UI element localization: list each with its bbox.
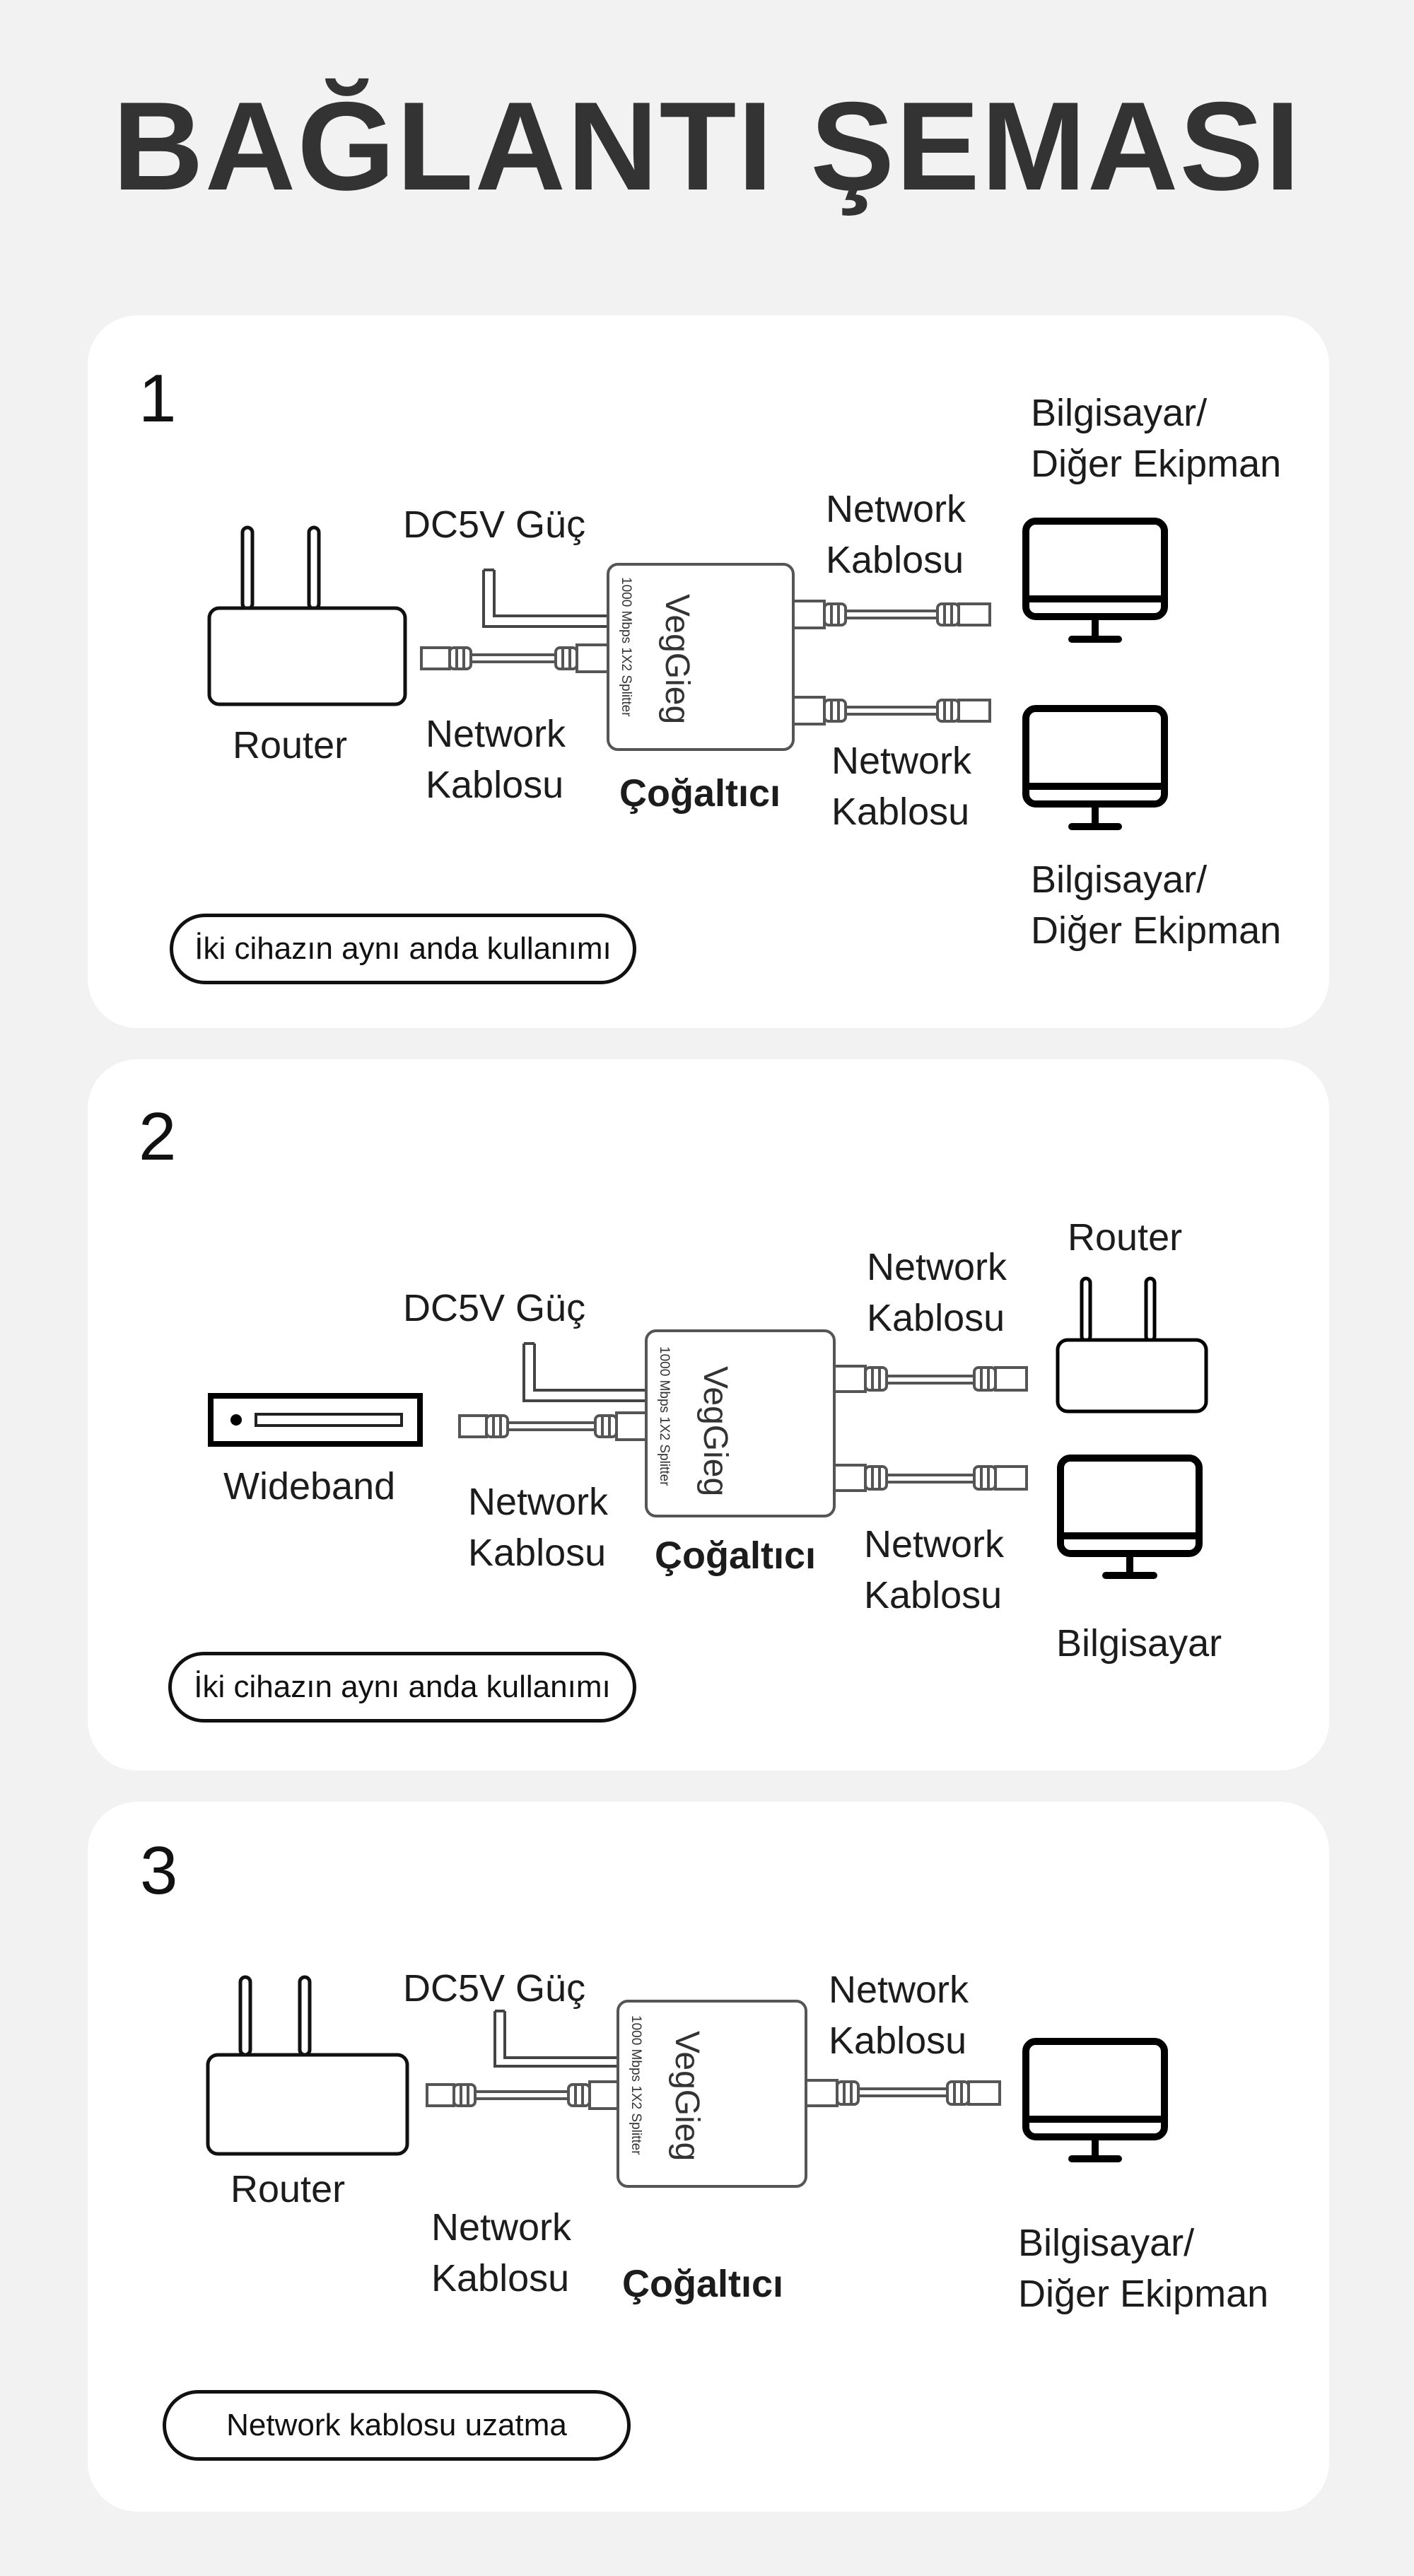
panel-number: 3 (140, 1833, 178, 1908)
output-cable-bottom-label: Network Kablosu (831, 740, 972, 833)
device-label: Bilgisayar/ Diğer Ekipman (1018, 2222, 1269, 2315)
power-label: DC5V Güç (403, 503, 586, 546)
splitter-icon: 1000 Mbps 1X2 Splitter VegGieg (617, 2000, 807, 2188)
wideband-modem-icon (208, 1393, 423, 1447)
output-cable-bottom-label: Network Kablosu (864, 1523, 1005, 1616)
network-cable-icon (420, 643, 609, 673)
router-label: Router (233, 724, 348, 767)
panel-3: 3 1000 Mbps 1X2 Splitter VegGieg (88, 1802, 1329, 2512)
computer-monitor-icon (1022, 705, 1168, 830)
network-cable-icon (833, 1365, 1028, 1393)
input-cable-label: Network Kablosu (468, 1481, 609, 1574)
page-title: BAĞLANTI ŞEMASI (112, 76, 1302, 216)
device-top-label: Bilgisayar/ Diğer Ekipman (1031, 392, 1282, 485)
caption-badge: İki cihazın aynı anda kullanımı (168, 1652, 636, 1723)
output-cable-label: Network Kablosu (829, 1969, 969, 2062)
device-top-label: Router (1068, 1216, 1183, 1259)
splitter-model: 1000 Mbps 1X2 Splitter (629, 2015, 643, 2155)
power-label: DC5V Güç (403, 1287, 586, 1329)
caption-badge: Network kablosu uzatma (163, 2390, 631, 2461)
panel-1: 1 1000 Mbps 1X2 Splitter VegGieg (88, 315, 1329, 1028)
splitter-model: 1000 Mbps 1X2 Splitter (657, 1346, 672, 1486)
power-cable-icon (522, 1342, 646, 1402)
diagram-2: 1000 Mbps 1X2 Splitter VegGieg (208, 1276, 1208, 1579)
wideband-label: Wideband (223, 1465, 396, 1508)
output-cable-top-label: Network Kablosu (867, 1246, 1007, 1339)
splitter-label: Çoğaltıcı (622, 2263, 784, 2305)
panel-2: 2 1000 Mbps 1X2 Splitter VegGieg (88, 1059, 1329, 1771)
power-cable-icon (482, 569, 608, 628)
panel-number: 1 (139, 361, 177, 436)
splitter-label: Çoğaltıcı (619, 772, 781, 815)
router-icon (1056, 1276, 1208, 1414)
computer-monitor-icon (1022, 518, 1168, 643)
splitter-label: Çoğaltıcı (655, 1534, 817, 1577)
panel-number: 2 (139, 1099, 177, 1175)
network-cable-icon (792, 696, 991, 725)
power-label: DC5V Güç (403, 1967, 586, 2010)
splitter-model: 1000 Mbps 1X2 Splitter (619, 577, 633, 717)
computer-monitor-icon (1057, 1455, 1203, 1579)
splitter-brand: VegGieg (668, 2031, 706, 2161)
network-cable-icon (792, 600, 991, 629)
network-cable-icon (426, 2080, 619, 2110)
network-cable-icon (458, 1411, 648, 1441)
router-label: Router (230, 2168, 346, 2210)
network-cable-icon (805, 2079, 1001, 2107)
input-cable-label: Network Kablosu (431, 2206, 572, 2300)
input-cable-label: Network Kablosu (426, 713, 566, 806)
diagram-3: 1000 Mbps 1X2 Splitter VegGieg (206, 1975, 1168, 2188)
computer-monitor-icon (1022, 2038, 1168, 2162)
power-cable-icon (493, 2010, 618, 2068)
network-cable-icon (833, 1464, 1028, 1492)
splitter-icon: 1000 Mbps 1X2 Splitter VegGieg (607, 563, 795, 751)
router-icon (206, 1975, 409, 2156)
splitter-icon: 1000 Mbps 1X2 Splitter VegGieg (645, 1329, 836, 1517)
splitter-brand: VegGieg (658, 594, 696, 724)
splitter-brand: VegGieg (696, 1366, 734, 1496)
device-bottom-label: Bilgisayar/ Diğer Ekipman (1031, 858, 1282, 952)
caption-badge: İki cihazın aynı anda kullanımı (170, 914, 636, 984)
device-bottom-label: Bilgisayar (1056, 1622, 1222, 1665)
router-icon (207, 525, 407, 706)
diagram-1: 1000 Mbps 1X2 Splitter VegGieg (207, 518, 1168, 830)
output-cable-top-label: Network Kablosu (826, 488, 966, 581)
